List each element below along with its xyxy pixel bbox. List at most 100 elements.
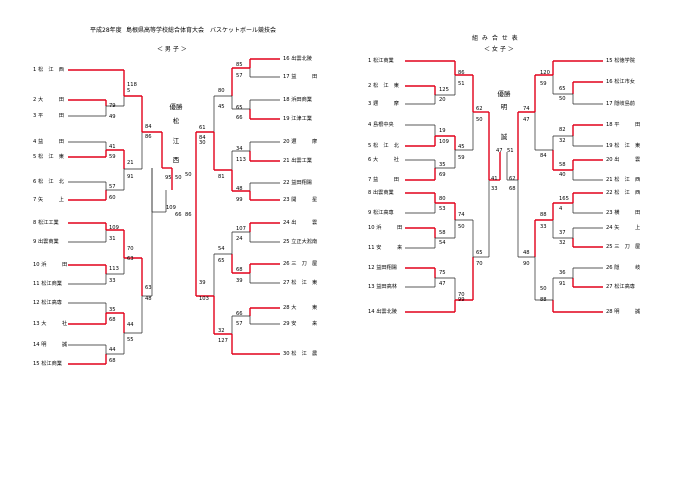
boys-score-left: 63 [127,256,134,262]
boys-section-label: ＜ 男 子 ＞ [157,46,187,53]
girls-score-right: 62 [509,176,516,182]
bracket-title: 組 み 合 せ 表 [472,35,519,42]
girls-score-left: 51 [458,81,465,87]
boys-score-left: 60 [109,195,116,201]
girls-team-right: 20 出 雲 [606,157,641,163]
boys-score-right: 48 [236,186,243,192]
boys-score-right: 66 [236,311,243,317]
girls-score-right: 37 [559,230,566,236]
boys-score-right: 113 [236,157,246,163]
boys-score-left: 31 [109,236,116,242]
boys-winner-label: 優勝 [169,103,183,111]
girls-team-right: 15 松徳学院 [606,58,635,64]
boys-score-left: 79 [109,103,116,109]
girls-score-left: 53 [439,206,446,212]
girls-score-left: 20 [439,97,446,103]
boys-score-left: 33 [109,278,116,284]
girls-score-right: 91 [559,281,566,287]
girls-score-left: 47 [496,148,503,154]
boys-score-right: 99 [236,197,243,203]
boys-score-left: 113 [109,266,119,272]
boys-score-left: 21 [127,160,134,166]
boys-score-right: 24 [236,236,243,242]
girls-score-left: 62 [476,106,483,112]
girls-score-left: 86 [458,70,465,76]
girls-score-left: 69 [439,172,446,178]
boys-score-left: 95 [165,175,172,181]
boys-team-left: 15 松江商業 [33,361,62,367]
girls-team-right: 28 明 誠 [606,309,641,315]
girls-team-right: 19 松 江 東 [606,143,641,149]
girls-score-left: 33 [491,186,498,192]
boys-team-right: 29 安 来 [283,321,318,327]
boys-score-left: 63 [145,285,152,291]
boys-score-right: 107 [236,226,246,232]
girls-score-right: 59 [540,81,547,87]
girls-score-right: 68 [509,186,516,192]
girls-team-right: 18 平 田 [606,122,641,128]
girls-team-left: 1 松江商業 [368,58,394,64]
girls-score-right: 65 [559,86,566,92]
girls-team-right: 23 横 田 [606,210,641,216]
girls-score-left: 41 [491,176,498,182]
girls-score-right: 74 [523,106,530,112]
boys-score-left: 57 [109,184,116,190]
girls-team-left: 14 出雲北陵 [368,309,397,315]
boys-score-left: 44 [109,347,116,353]
boys-team-left: 14 明 誠 [33,342,68,348]
girls-score-left: 58 [439,230,446,236]
girls-score-right: 84 [540,153,547,159]
boys-team-left: 13 大 社 [33,321,68,327]
boys-score-left: 91 [127,174,134,180]
boys-team-right: 18 浜田商業 [283,97,312,103]
girls-winner-label: 優勝 [497,90,511,98]
girls-score-left: 70 [458,292,465,298]
boys-score-left: 48 [145,296,152,302]
girls-score-left: 65 [476,250,483,256]
boys-team-right: 28 大 東 [283,305,318,311]
boys-score-right: 50 [185,172,192,178]
boys-score-right: 34 [236,146,243,152]
boys-team-right: 23 開 星 [283,197,318,203]
boys-team-left: 11 松江商業 [33,281,62,287]
girls-score-right: 120 [540,70,550,76]
girls-score-right: 82 [559,127,566,133]
boys-team-right: 17 益 田 [283,74,318,80]
boys-score-right: 39 [236,278,243,284]
girls-team-right: 26 隠 岐 [606,265,641,271]
boys-score-right: 61 [199,125,206,131]
girls-score-left: 35 [439,162,446,168]
boys-score-left: 118 [127,82,137,88]
boys-team-left: 8 松江工業 [33,220,59,226]
girls-team-right: 16 松江市女 [606,79,635,85]
boys-team-left: 4 益 田 [33,139,64,145]
girls-score-right: 50 [559,96,566,102]
girls-team-left: 11 安 来 [368,245,403,251]
girls-team-left: 7 益 田 [368,177,399,183]
girls-winner-char-2: 誠 [500,133,508,141]
boys-score-right: 127 [218,338,228,344]
boys-score-right: 39 [199,280,206,286]
boys-score-right: 84 [199,135,206,141]
girls-section-label: ＜ 女 子 ＞ [484,46,514,53]
boys-score-right: 57 [236,321,243,327]
year-label: 平成28年度 [90,27,122,34]
boys-team-left: 1 松 江 西 [33,67,64,73]
girls-score-left: 109 [439,139,449,145]
boys-team-right: 20 邇 摩 [283,139,318,145]
boys-score-left: 86 [145,134,152,140]
boys-score-right: 54 [218,246,225,252]
girls-score-right: 47 [523,117,530,123]
boys-team-right: 22 益田翔陽 [283,180,312,186]
girls-team-left: 10 浜 田 [368,225,403,231]
boys-score-left: 109 [109,225,119,231]
girls-score-left: 45 [458,144,465,150]
boys-team-right: 21 出雲工業 [283,158,312,164]
girls-team-left: 6 大 社 [368,157,399,163]
boys-score-left: 49 [109,114,116,120]
boys-score-left: 109 [166,205,176,211]
boys-winner-char-3: 西 [172,156,180,164]
girls-score-right: 90 [523,261,530,267]
boys-score-left: 41 [109,144,116,150]
girls-team-left: 5 松 江 北 [368,143,399,149]
